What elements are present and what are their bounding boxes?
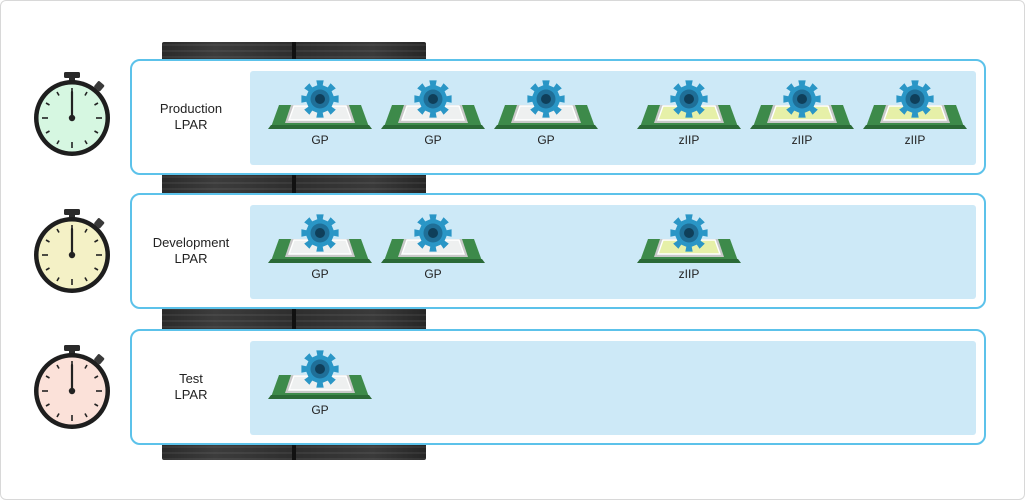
processor-label: GP: [424, 133, 442, 147]
ziip-processor: zIIP: [634, 79, 744, 157]
processor-label: zIIP: [678, 267, 700, 281]
processor-track: [250, 341, 976, 435]
gp-processor: GP: [491, 79, 601, 157]
stopwatch-icon: [30, 68, 114, 158]
processor-label: GP: [311, 133, 329, 147]
ziip-processor: zIIP: [634, 213, 744, 291]
gp-processor: GP: [378, 79, 488, 157]
gp-processor: GP: [265, 213, 375, 291]
processor-track: [250, 205, 976, 299]
stopwatch-icon: [30, 205, 114, 295]
processor-track: [250, 71, 976, 165]
ziip-processor: zIIP: [860, 79, 970, 157]
processor-label: zIIP: [678, 133, 700, 147]
gp-processor: GP: [265, 79, 375, 157]
processor-label: zIIP: [904, 133, 926, 147]
lpar-label-name: Production: [159, 101, 223, 116]
processor-label: GP: [311, 267, 329, 281]
processor-label: zIIP: [791, 133, 813, 147]
lpar-label-suffix: LPAR: [174, 251, 208, 266]
lpar-label-suffix: LPAR: [174, 387, 208, 402]
ziip-processor: zIIP: [747, 79, 857, 157]
gp-processor: GP: [378, 213, 488, 291]
gp-processor: GP: [265, 349, 375, 427]
processor-label: GP: [311, 403, 329, 417]
lpar-label-suffix: LPAR: [174, 117, 208, 132]
processor-label: GP: [424, 267, 442, 281]
lpar-label-name: Test: [179, 371, 203, 386]
processor-label: GP: [537, 133, 555, 147]
lpar-label-name: Development: [152, 235, 230, 250]
stopwatch-icon: [30, 341, 114, 431]
